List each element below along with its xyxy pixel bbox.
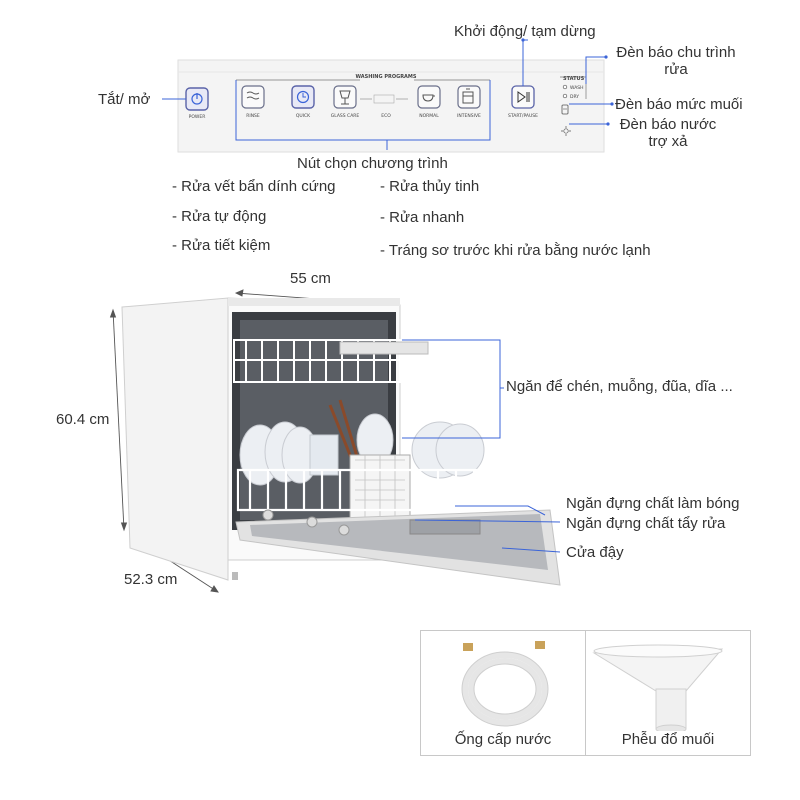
dishwasher-illustration: [109, 289, 561, 593]
program-item: - Rửa thủy tinh: [380, 178, 480, 195]
accessory-hose-label: Ống cấp nước: [454, 731, 552, 748]
program-button-normal[interactable]: [417, 85, 441, 109]
program-button-rinse[interactable]: [241, 85, 265, 109]
callout-power: Tắt/ mở: [98, 91, 151, 108]
program-label-eco: ECO: [381, 113, 391, 119]
program-button-intensive[interactable]: [457, 85, 481, 109]
program-label-glass-care: GLASS CARE: [331, 113, 360, 119]
program-label-intensive: INTENSIVE: [457, 113, 481, 119]
water-hose-image: [461, 641, 549, 727]
status-title: STATUS: [563, 76, 585, 82]
dimension-depth: 52.3 cm: [124, 571, 178, 588]
accessory-funnel-label: Phễu đổ muối: [621, 731, 715, 748]
dimension-height: 60.4 cm: [56, 411, 110, 428]
dishwasher-body: [121, 297, 229, 581]
dimension-width: 55 cm: [290, 270, 331, 287]
accessory-hose-card: Ống cấp nước: [420, 630, 586, 756]
start-pause-label: START/PAUSE: [508, 113, 538, 119]
callout-salt-indicator: Đèn báo mức muối: [615, 96, 743, 113]
power-button[interactable]: [185, 87, 209, 111]
callout-start-pause: Khởi động/ tạm dừng: [454, 23, 596, 40]
accessory-funnel-card: Phễu đổ muối: [585, 630, 751, 756]
program-label-quick: QUICK: [296, 113, 311, 119]
part-rack-label: Ngăn để chén, muỗng, đũa, dĩa ...: [506, 378, 733, 395]
part-detergent-label: Ngăn đựng chất tẩy rửa: [566, 515, 726, 532]
part-rinse-aid-label: Ngăn đựng chất làm bóng: [566, 495, 740, 512]
part-door-label: Cửa đậy: [566, 544, 624, 561]
status-dry: DRY: [570, 94, 579, 100]
start-pause-button[interactable]: [511, 85, 535, 109]
program-item: - Tráng sơ trước khi rửa bằng nước lạnh: [380, 242, 651, 259]
rinse-aid-icon: [561, 126, 571, 136]
program-button-quick[interactable]: [291, 85, 315, 109]
lower-rack: [236, 468, 492, 512]
callout-rinse-aid: Đèn báo nước trợ xả: [619, 116, 717, 150]
callout-cycle-indicator: Đèn báo chu trình rửa: [616, 44, 736, 78]
program-label-rinse: RINSE: [246, 113, 260, 119]
power-label: POWER: [189, 114, 206, 120]
salt-funnel-image: [592, 644, 724, 731]
program-item: - Rửa tự động: [172, 208, 267, 225]
programs-title: WASHING PROGRAMS: [355, 74, 416, 80]
program-label-normal: NORMAL: [419, 113, 439, 119]
program-button-glass-care[interactable]: [333, 85, 357, 109]
wash-led: [562, 84, 568, 90]
height-dimension-line: [112, 309, 125, 531]
status-wash: WASH: [570, 85, 584, 91]
program-item: - Rửa tiết kiệm: [172, 237, 271, 254]
dry-led: [562, 93, 568, 99]
callout-program-select: Nút chọn chương trình: [297, 155, 448, 172]
salt-icon: [561, 104, 569, 115]
program-item: - Rửa nhanh: [380, 209, 465, 226]
control-panel-diagram: POWER WASHING PROGRAMS RINSE QUICK GLASS…: [162, 38, 614, 153]
upper-rack: [233, 339, 401, 383]
program-item: - Rửa vết bẩn dính cứng: [172, 178, 336, 195]
